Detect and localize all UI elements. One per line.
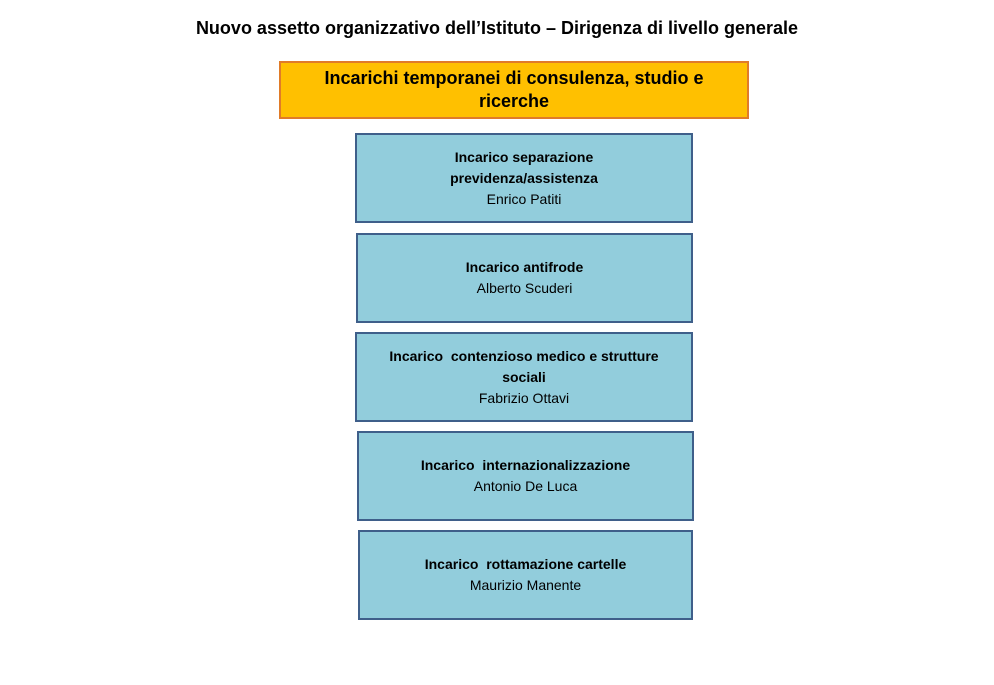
card-internazionalizzazione: Incarico internazionalizzazione Antonio … — [357, 431, 694, 521]
card-name: Maurizio Manente — [469, 577, 582, 593]
card-separazione: Incarico separazione previdenza/assisten… — [355, 133, 693, 223]
card-title: Incarico antifrode — [465, 259, 584, 275]
card-contenzioso: Incarico contenzioso medico e strutture … — [355, 332, 693, 422]
card-name: Fabrizio Ottavi — [478, 389, 570, 406]
card-title: Incarico internazionalizzazione — [420, 457, 631, 473]
header-box: Incarichi temporanei di consulenza, stud… — [279, 61, 749, 119]
card-title: Incarico contenzioso medico e strutture … — [389, 347, 663, 385]
card-name: Enrico Patiti — [486, 190, 562, 207]
card-title: Incarico rottamazione cartelle — [424, 556, 627, 572]
page-title: Nuovo assetto organizzativo dell’Istitut… — [195, 18, 799, 38]
header-label: Incarichi temporanei di consulenza, stud… — [324, 68, 704, 111]
card-name: Alberto Scuderi — [476, 280, 573, 296]
card-name: Antonio De Luca — [473, 478, 578, 494]
card-title: Incarico separazione previdenza/assisten… — [450, 148, 598, 186]
card-rottamazione: Incarico rottamazione cartelle Maurizio … — [358, 530, 693, 620]
card-antifrode: Incarico antifrode Alberto Scuderi — [356, 233, 693, 323]
